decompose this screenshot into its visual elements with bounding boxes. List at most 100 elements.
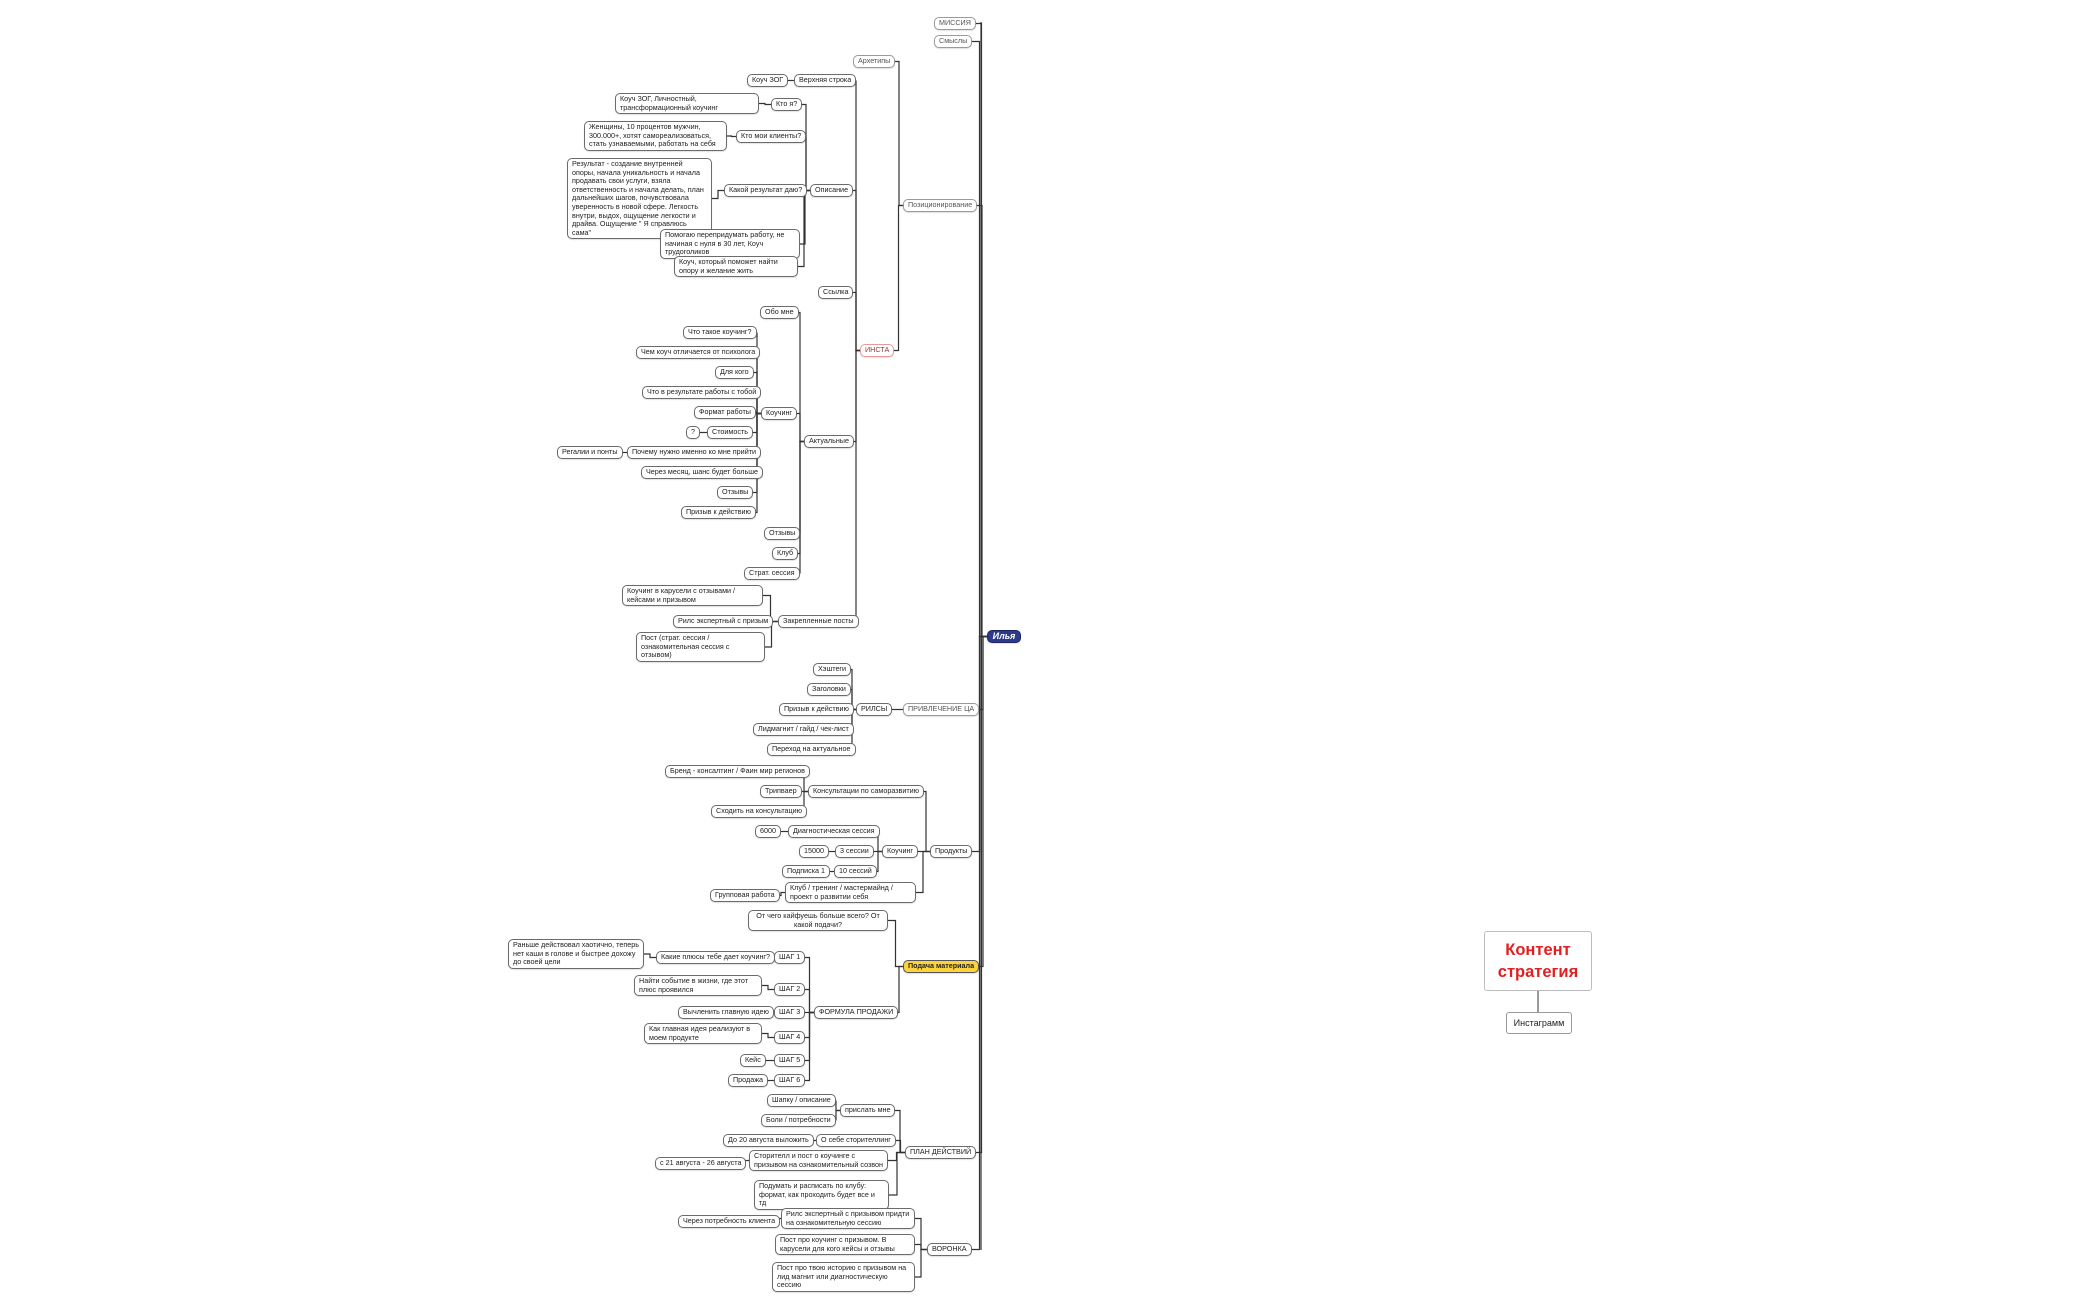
node-send-me[interactable]: прислать мне (840, 1104, 896, 1117)
node-formula[interactable]: ФОРМУЛА ПРОДАЖИ (814, 1006, 899, 1019)
node-cta[interactable]: Призыв к действию (681, 506, 756, 519)
node-what-coaching[interactable]: Что такое коучинг? (683, 326, 757, 339)
node-insta[interactable]: ИНСТА (860, 344, 895, 357)
node-hashtags[interactable]: Хэштеги (813, 663, 852, 676)
node-result[interactable]: Какой результат даю? (724, 184, 808, 197)
node-header-desc[interactable]: Шапку / описание (767, 1094, 836, 1107)
node-reels[interactable]: РИЛСЫ (856, 703, 893, 716)
node-pinned-1[interactable]: Коучинг в карусели с отзывами / кейсами … (622, 585, 763, 607)
node-sub-1[interactable]: Подписка 1 (782, 865, 830, 878)
node-post-story[interactable]: Пост про твою историю с призывом на лид … (772, 1262, 915, 1292)
content-strategy-title[interactable]: Контент стратегия (1484, 931, 1592, 991)
connector (898, 965, 903, 1014)
node-how-idea[interactable]: Как главная идея реализуют в моем продук… (644, 1023, 762, 1045)
node-clients[interactable]: Кто мои клиенты? (736, 130, 807, 143)
node-step-5[interactable]: ШАГ 5 (774, 1054, 806, 1067)
node-mission[interactable]: МИССИЯ (934, 17, 976, 30)
node-link[interactable]: Ссылка (818, 286, 854, 299)
node-who-am-i-answer[interactable]: Коуч ЗОГ, Личностный, трансформационный … (615, 93, 759, 115)
node-who-am-i[interactable]: Кто я? (771, 98, 803, 111)
node-before[interactable]: Раньше действовал хаотично, теперь нет к… (508, 939, 644, 969)
node-step-1[interactable]: ШАГ 1 (774, 951, 806, 964)
node-desc-answer-2[interactable]: Коуч, который поможет найти опору и жела… (674, 256, 798, 278)
node-6000[interactable]: 6000 (755, 825, 781, 838)
node-3-sessions[interactable]: 3 сессии (835, 845, 874, 858)
node-coaching-2[interactable]: Коучинг (882, 845, 919, 858)
node-step-6[interactable]: ШАГ 6 (774, 1074, 806, 1087)
node-funnel[interactable]: ВОРОНКА (927, 1243, 972, 1256)
node-coaching[interactable]: Коучинг (761, 407, 798, 420)
node-main-idea[interactable]: Вычленить главную идею (678, 1006, 774, 1019)
node-to-actual[interactable]: Переход на актуальное (767, 743, 856, 756)
node-brand[interactable]: Бренд - консалтинг / Фаин мир регионов (665, 765, 810, 778)
root-node[interactable]: Илья (987, 630, 1021, 643)
node-about-story[interactable]: О себе сторителлинг (816, 1134, 896, 1147)
node-aug[interactable]: с 21 августа - 26 августа (655, 1157, 747, 1170)
node-reviews-2[interactable]: Отзывы (764, 527, 801, 540)
instagram-node[interactable]: Инстаграмм (1506, 1012, 1572, 1034)
node-work-result[interactable]: Что в результате работы с тобой (642, 386, 762, 399)
connector (799, 440, 804, 574)
node-lead-magnet[interactable]: Лидмагнит / гайд / чек-лист (753, 723, 854, 736)
node-via-need[interactable]: Через потребность клиента (678, 1215, 781, 1228)
connector (853, 291, 860, 352)
node-reels-expert[interactable]: Рилс экспертный с призывом придти на озн… (781, 1208, 915, 1230)
node-tripwire[interactable]: Трипваер (760, 785, 802, 798)
node-headers[interactable]: Заголовки (807, 683, 851, 696)
node-case[interactable]: Кейс (740, 1054, 766, 1067)
node-why-me[interactable]: Почему нужно именно ко мне прийти (627, 446, 762, 459)
node-about-me[interactable]: Обо мне (760, 306, 799, 319)
connector (915, 1248, 927, 1278)
node-consult[interactable]: Консультации по саморазвитию (808, 785, 925, 798)
node-cta-2[interactable]: Призыв к действию (779, 703, 854, 716)
node-10-sessions[interactable]: 10 сессий (834, 865, 877, 878)
node-post-coaching[interactable]: Пост про коучинг с призывом. В карусели … (775, 1234, 915, 1256)
node-pinned-3[interactable]: Пост (страт. сессия / ознакомительная се… (636, 632, 765, 662)
node-clients-answer[interactable]: Женщины, 10 процентов мужчин, 300.000+, … (584, 121, 727, 151)
node-pinned[interactable]: Закрепленные посты (778, 615, 859, 628)
node-archetypes[interactable]: Архетипы (853, 55, 896, 68)
node-products[interactable]: Продукты (930, 845, 973, 858)
node-upper-line[interactable]: Верхняя строка (794, 74, 857, 87)
node-until-20[interactable]: До 20 августа выложить (723, 1134, 814, 1147)
node-for-whom[interactable]: Для кого (715, 366, 754, 379)
node-step-2[interactable]: ШАГ 2 (774, 983, 806, 996)
node-diag[interactable]: Диагностическая сессия (788, 825, 880, 838)
node-prepare[interactable]: Подумать и расписать по клубу: формат, к… (754, 1180, 889, 1210)
node-pluses[interactable]: Какие плюсы тебе дает коучинг? (656, 951, 776, 964)
node-club[interactable]: Клуб (772, 547, 799, 560)
node-meanings[interactable]: Смыслы (934, 35, 973, 48)
node-action-plan[interactable]: ПЛАН ДЕЙСТВИЙ (905, 1146, 977, 1159)
node-presentation[interactable]: Подача материала (903, 960, 980, 973)
node-strat-session[interactable]: Страт. сессия (744, 567, 800, 580)
node-storytel[interactable]: Сторителл и пост о коучинге с призывом н… (749, 1150, 888, 1172)
node-actual[interactable]: Актуальные (804, 435, 854, 448)
node-cost[interactable]: Стоимость (707, 426, 753, 439)
connector (780, 891, 785, 897)
node-in-month[interactable]: Через месяц, шанс будет больше (641, 466, 763, 479)
node-pains[interactable]: Боли / потребности (761, 1114, 836, 1127)
node-club-2[interactable]: Клуб / тренинг / мастермайнд / проект о … (785, 882, 916, 904)
connector (888, 919, 903, 968)
node-find-event[interactable]: Найти событие в жизни, где этот плюс про… (634, 975, 762, 997)
node-from-what[interactable]: От чего кайфуешь больше всего? От какой … (748, 910, 888, 932)
node-group[interactable]: Групповая работа (710, 889, 780, 902)
node-positioning[interactable]: Позиционирование (903, 199, 978, 212)
node-15000[interactable]: 15000 (799, 845, 829, 858)
node-step-4[interactable]: ШАГ 4 (774, 1031, 806, 1044)
node-reviews[interactable]: Отзывы (717, 486, 754, 499)
node-step-3[interactable]: ШАГ 3 (774, 1006, 806, 1019)
node-result-answer[interactable]: Результат - создание внутренней опоры, н… (567, 158, 712, 240)
node-description[interactable]: Описание (810, 184, 854, 197)
node-coach-vs-psy[interactable]: Чем коуч отличается от психолога (636, 346, 761, 359)
connector (889, 1151, 905, 1196)
node-sale[interactable]: Продажа (728, 1074, 768, 1087)
node-work-format[interactable]: Формат работы (694, 406, 756, 419)
node-coach-zog[interactable]: Коуч ЗОГ (747, 74, 789, 87)
node-desc-answer-1[interactable]: Помогаю перепридумать работу, не начиная… (660, 229, 800, 259)
node-attract[interactable]: ПРИВЛЕЧЕНИЕ ЦА (903, 703, 980, 716)
node-go-consult[interactable]: Сходить на консультацию (711, 805, 808, 818)
node-pinned-2[interactable]: Рилс экспертный с призым (673, 615, 774, 628)
node-regalia[interactable]: Регалии и понты (557, 446, 623, 459)
node-question-mark[interactable]: ? (686, 426, 700, 439)
